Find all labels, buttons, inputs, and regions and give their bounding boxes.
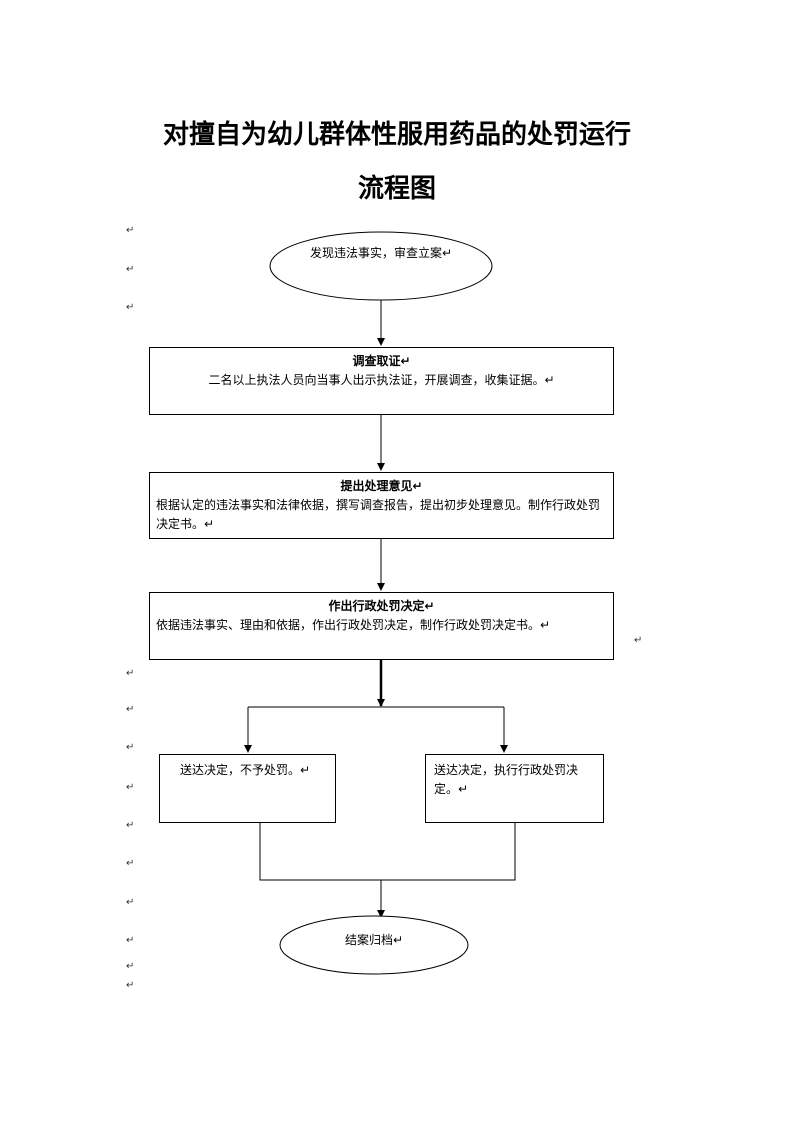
paragraph-mark: ↵ <box>126 980 135 991</box>
decide-box: 作出行政处罚决定↵ 依据违法事实、理由和依据，作出行政处罚决定，制作行政处罚决定… <box>149 592 614 660</box>
paragraph-mark: ↵ <box>126 961 135 972</box>
paragraph-mark: ↵ <box>126 820 135 831</box>
paragraph-mark: ↵ <box>126 302 135 313</box>
penalty-text: 送达决定，执行行政处罚决定。↵ <box>434 763 579 796</box>
paragraph-mark: ↵ <box>126 782 135 793</box>
start-label: 发现违法事实，审查立案↵ <box>309 246 453 260</box>
propose-text: 根据认定的违法事实和法律依据，撰写调查报告，提出初步处理意见。制作行政处罚决定书… <box>156 498 601 531</box>
page-subtitle: 流程图 <box>357 174 436 204</box>
page-title: 对擅自为幼儿群体性服用药品的处罚运行 <box>162 120 631 150</box>
paragraph-mark: ↵ <box>634 635 643 646</box>
propose-heading: 提出处理意见↵ <box>340 479 423 493</box>
no-penalty-box: 送达决定，不予处罚。↵ <box>159 754 336 823</box>
paragraph-mark: ↵ <box>126 897 135 908</box>
merge-line <box>259 822 516 881</box>
paragraph-mark: ↵ <box>126 225 135 236</box>
end-label: 结案归档↵ <box>344 933 404 947</box>
end-ellipse <box>279 915 469 975</box>
paragraph-mark: ↵ <box>126 858 135 869</box>
paragraph-mark: ↵ <box>126 264 135 275</box>
investigate-heading: 调查取证↵ <box>352 354 411 368</box>
penalty-box: 送达决定，执行行政处罚决定。↵ <box>425 754 604 823</box>
start-ellipse <box>269 231 493 301</box>
propose-box: 提出处理意见↵ 根据认定的违法事实和法律依据，撰写调查报告，提出初步处理意见。制… <box>149 472 614 539</box>
investigate-text: 二名以上执法人员向当事人出示执法证，开展调查，收集证据。↵ <box>208 373 555 387</box>
decide-text: 依据违法事实、理由和依据，作出行政处罚决定，制作行政处罚决定书。↵ <box>156 618 551 632</box>
no-penalty-text: 送达决定，不予处罚。↵ <box>180 763 311 777</box>
paragraph-mark: ↵ <box>126 742 135 753</box>
investigate-box: 调查取证↵ 二名以上执法人员向当事人出示执法证，开展调查，收集证据。↵ <box>149 347 614 415</box>
paragraph-mark: ↵ <box>126 704 135 715</box>
paragraph-mark: ↵ <box>126 935 135 946</box>
paragraph-mark: ↵ <box>126 668 135 679</box>
decide-heading: 作出行政处罚决定↵ <box>328 599 435 613</box>
